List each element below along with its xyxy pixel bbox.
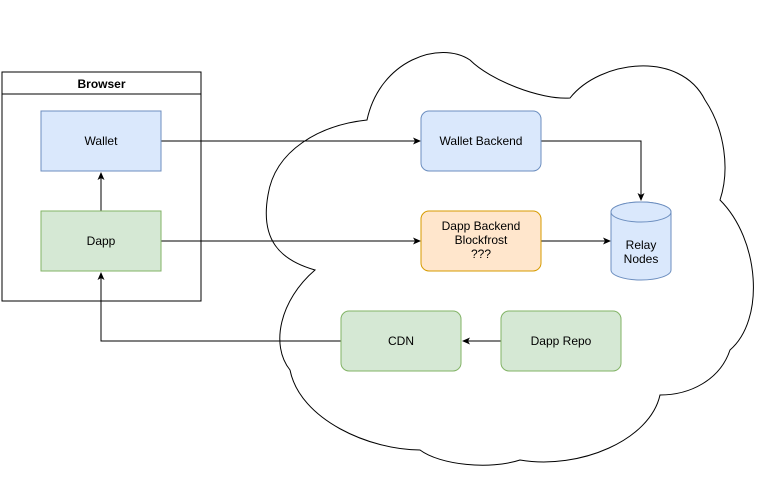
node-dapp-repo[interactable]: Dapp Repo: [500, 310, 622, 372]
node-cdn[interactable]: CDN: [340, 310, 462, 372]
node-dapp-backend[interactable]: Dapp Backend Blockfrost ???: [420, 210, 542, 272]
relay-nodes-label-line-2: Nodes: [624, 252, 659, 266]
dapp-repo-box[interactable]: [500, 310, 622, 372]
dapp-backend-box[interactable]: [420, 210, 542, 272]
wallet-backend-box[interactable]: [420, 110, 542, 172]
cdn-label: CDN: [388, 334, 414, 348]
edge-wallet-backend-to-relay-nodes: [541, 140, 645, 201]
wallet-box[interactable]: [40, 110, 162, 172]
node-relay-nodes[interactable]: Relay Nodes: [610, 201, 672, 281]
dapp-box[interactable]: [40, 210, 162, 272]
node-wallet-backend[interactable]: Wallet Backend: [420, 110, 542, 172]
wallet-label: Wallet: [85, 134, 119, 148]
node-dapp[interactable]: Dapp: [40, 210, 162, 272]
cdn-box[interactable]: [340, 310, 462, 372]
dapp-backend-label-line-3: ???: [471, 247, 491, 261]
browser-title: Browser: [77, 77, 125, 91]
dapp-backend-label-line-2: Blockfrost: [455, 233, 508, 247]
dapp-label: Dapp: [87, 234, 116, 248]
wallet-backend-label: Wallet Backend: [440, 134, 523, 148]
node-wallet[interactable]: Wallet: [40, 110, 162, 172]
edges: [97, 137, 645, 345]
dapp-repo-label: Dapp Repo: [531, 334, 592, 348]
dapp-backend-label-line-1: Dapp Backend: [442, 219, 521, 233]
relay-nodes-label-line-1: Relay: [626, 238, 657, 252]
relay-nodes-cylinder-top: [610, 201, 672, 223]
edge-cdn-to-dapp: [97, 272, 341, 342]
